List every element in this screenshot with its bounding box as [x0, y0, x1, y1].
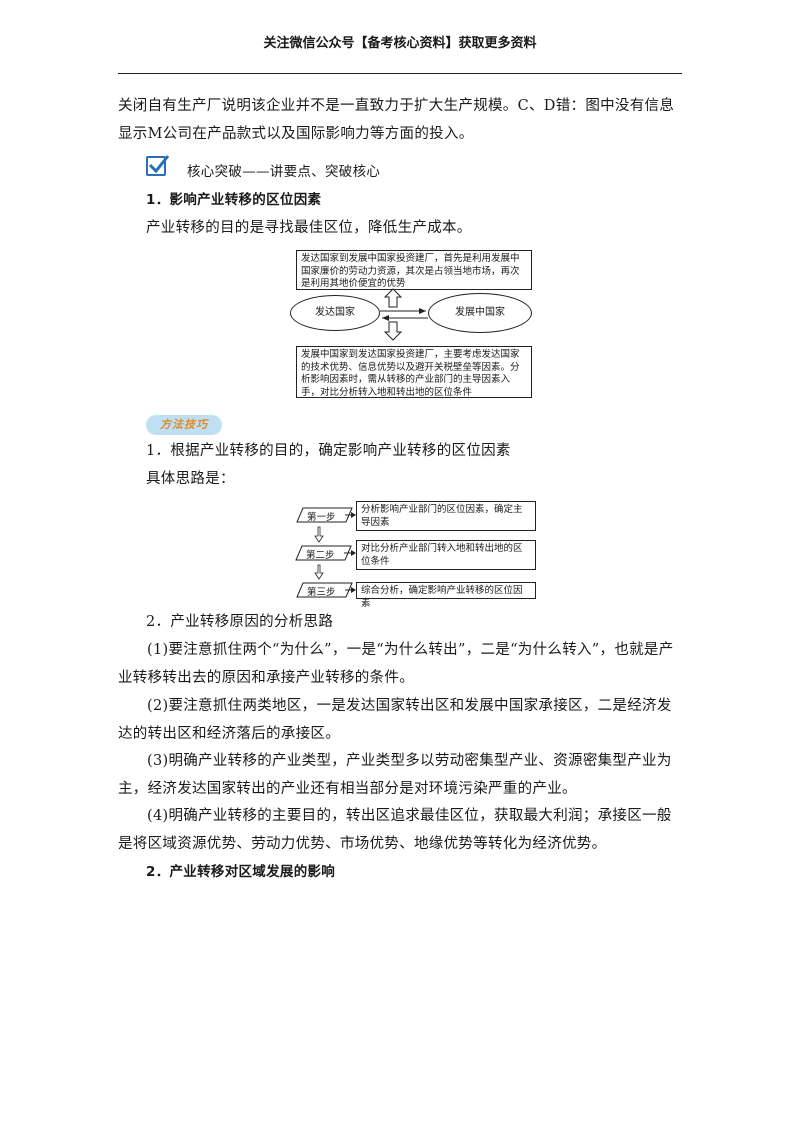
developing-country-node: 发展中国家: [428, 293, 532, 333]
purpose-line: 产业转移的目的是寻找最佳区位，降低生产成本。: [146, 220, 472, 236]
step1-box: 分析影响产业部门的区位因素，确定主导因素: [356, 501, 536, 531]
analysis-item-2: (2)要注意抓住两类地区，一是发达国家转出区和发展中国家承接区，二是经济发达的转…: [118, 698, 672, 742]
heading-location-factors: 1．影响产业转移的区位因素: [146, 192, 322, 208]
step3-parallelogram: [296, 582, 353, 598]
step3-label: 第三步: [307, 587, 336, 598]
intro-paragraph: 关闭自有生产厂说明该企业并不是一直致力于扩大生产规模。C、D错：图中没有信息显示…: [118, 98, 675, 142]
analysis-item-1: (1)要注意抓住两个“为什么”，一是“为什么转出”，二是“为什么转入”，也就是产…: [118, 642, 674, 686]
method-heading: 1．根据产业转移的目的，确定影响产业转移的区位因素: [146, 443, 511, 459]
step2-parallelogram: [295, 545, 352, 561]
hollow-up-arrow-icon: [383, 288, 403, 308]
step3-arrow-head: [351, 587, 356, 593]
step2-box: 对比分析产业部门转入地和转出地的区位条件: [356, 540, 536, 570]
step1-parallelogram: [296, 507, 353, 523]
check-mark-icon: [148, 155, 170, 174]
analysis-item-4: (4)明确产业转移的主要目的，转出区追求最佳区位，获取最大利润；承接区一般是将区…: [118, 808, 672, 852]
step2-label: 第二步: [306, 550, 335, 561]
step2-arrow-head: [351, 550, 356, 556]
step1-label: 第一步: [307, 512, 336, 523]
core-section-title: 核心突破——讲要点、突破核心: [187, 164, 381, 180]
arrow-head-left: [382, 315, 389, 321]
bottom-explanation-box: 发展中国家到发达国家投资建厂，主要考虑发达国家的技术优势、信息优势以及避开关税壁…: [296, 346, 532, 398]
page-header: 关注微信公众号【备考核心资料】获取更多资料: [263, 36, 537, 51]
impact-heading: 2．产业转移对区域发展的影响: [146, 864, 336, 880]
step3-box: 综合分析，确定影响产业转移的区位因素: [356, 582, 536, 609]
checkbox-icon: [146, 155, 170, 176]
header-divider: [118, 73, 682, 74]
method-badge: 方法技巧: [146, 415, 222, 435]
step1-arrow-head: [351, 512, 356, 518]
hollow-down-arrow-icon: [383, 321, 403, 341]
developed-country-node: 发达国家: [290, 295, 380, 331]
top-explanation-box: 发达国家到发展中国家投资建厂，首先是利用发展中国家廉价的劳动力资源，其次是占领当…: [296, 250, 532, 290]
arrow-head-right: [419, 308, 426, 314]
method-subheading: 具体思路是：: [146, 471, 235, 487]
down-arrow-icon: [314, 526, 324, 543]
down-arrow-icon: [314, 564, 324, 580]
analysis-heading: 2．产业转移原因的分析思路: [146, 614, 334, 630]
analysis-item-3: (3)明确产业转移的产业类型，产业类型多以劳动密集型产业、资源密集型产业为主，经…: [118, 753, 672, 797]
